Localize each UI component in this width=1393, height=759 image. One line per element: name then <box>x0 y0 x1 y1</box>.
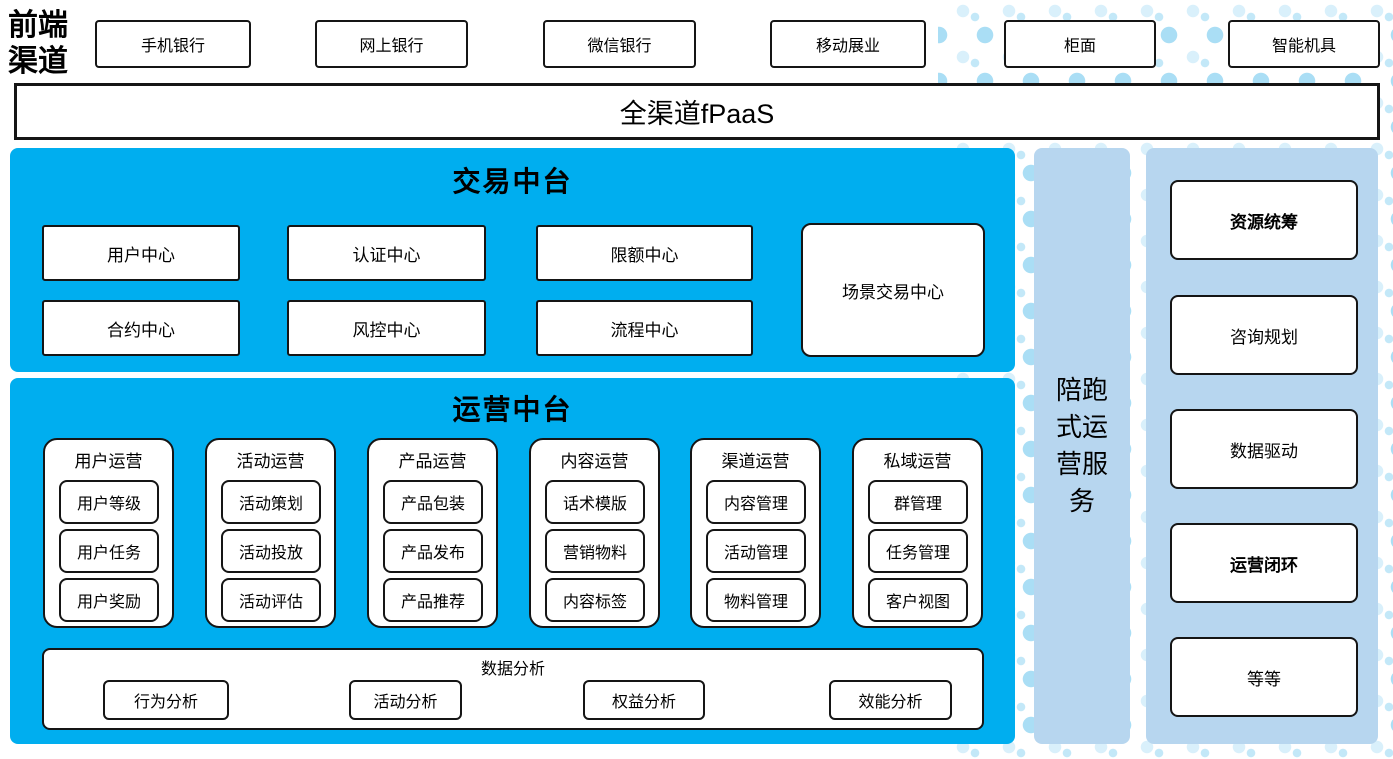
data-analysis-box: 数据分析 行为分析 活动分析 权益分析 效能分析 <box>42 648 984 730</box>
ops-box-group-mgmt: 群管理 <box>868 480 968 524</box>
companion-service-column: 陪跑式运营服务 <box>1034 148 1130 744</box>
operations-platform-panel: 运营中台 用户运营 用户等级 用户任务 用户奖励 活动运营 活动策划 活动投放 … <box>10 378 1015 744</box>
trading-platform-panel: 交易中台 用户中心 认证中心 限额中心 合约中心 风控中心 流程中心 场景交易中… <box>10 148 1015 372</box>
ops-box-customer-view: 客户视图 <box>868 578 968 622</box>
channel-box-smart-devices: 智能机具 <box>1228 20 1380 68</box>
service-box-consulting-planning: 咨询规划 <box>1170 295 1358 375</box>
channel-box-counter: 柜面 <box>1004 20 1156 68</box>
analysis-box-efficiency: 效能分析 <box>829 680 952 720</box>
analysis-box-benefit: 权益分析 <box>583 680 705 720</box>
ops-box-content-mgmt: 内容管理 <box>706 480 806 524</box>
ops-group-activity: 活动运营 活动策划 活动投放 活动评估 <box>205 438 336 628</box>
data-analysis-title: 数据分析 <box>480 661 545 678</box>
ops-group-activity-title: 活动运营 <box>236 452 305 471</box>
ops-box-user-level: 用户等级 <box>59 480 159 524</box>
front-channels-label: 前端渠道 <box>8 8 68 79</box>
analysis-box-activity: 活动分析 <box>349 680 462 720</box>
ops-group-product: 产品运营 产品包装 产品发布 产品推荐 <box>367 438 498 628</box>
ops-box-activity-mgmt: 活动管理 <box>706 529 806 573</box>
channel-box-online-banking: 网上银行 <box>315 20 468 68</box>
trading-platform-title: 交易中台 <box>452 165 573 198</box>
ops-group-private-domain-title: 私域运营 <box>883 452 952 471</box>
ops-box-task-mgmt: 任务管理 <box>868 529 968 573</box>
right-service-panel: 资源统筹 咨询规划 数据驱动 运营闭环 等等 <box>1146 148 1378 744</box>
trading-box-process-center: 流程中心 <box>536 300 753 356</box>
service-box-etc: 等等 <box>1170 637 1358 717</box>
trading-box-limit-center: 限额中心 <box>536 225 753 281</box>
ops-box-material-mgmt: 物料管理 <box>706 578 806 622</box>
companion-service-label-wrap: 陪跑式运营服务 <box>1034 148 1130 744</box>
service-box-data-driven: 数据驱动 <box>1170 409 1358 489</box>
trading-box-user-center: 用户中心 <box>42 225 240 281</box>
ops-group-content-title: 内容运营 <box>560 452 629 471</box>
ops-group-user: 用户运营 用户等级 用户任务 用户奖励 <box>43 438 174 628</box>
fpaas-banner: 全渠道fPaaS <box>14 83 1380 140</box>
channel-box-mobile-banking: 手机银行 <box>95 20 251 68</box>
ops-box-activity-plan: 活动策划 <box>221 480 321 524</box>
ops-box-script-template: 话术模版 <box>545 480 645 524</box>
ops-box-activity-eval: 活动评估 <box>221 578 321 622</box>
ops-box-content-tag: 内容标签 <box>545 578 645 622</box>
trading-box-contract-center: 合约中心 <box>42 300 240 356</box>
ops-group-channel-title: 渠道运营 <box>721 452 790 471</box>
trading-box-auth-center: 认证中心 <box>287 225 486 281</box>
trading-box-risk-center: 风控中心 <box>287 300 486 356</box>
companion-service-label: 陪跑式运营服务 <box>1055 375 1108 516</box>
ops-box-product-release: 产品发布 <box>383 529 483 573</box>
ops-group-channel: 渠道运营 内容管理 活动管理 物料管理 <box>690 438 821 628</box>
channel-box-wechat-banking: 微信银行 <box>543 20 696 68</box>
analysis-box-behavior: 行为分析 <box>103 680 229 720</box>
ops-box-marketing-material: 营销物料 <box>545 529 645 573</box>
ops-group-product-title: 产品运营 <box>398 452 467 471</box>
ops-group-private-domain: 私域运营 群管理 任务管理 客户视图 <box>852 438 983 628</box>
channel-box-mobile-sales: 移动展业 <box>770 20 926 68</box>
service-box-resource-coordination: 资源统筹 <box>1170 180 1358 260</box>
trading-box-scenario-center: 场景交易中心 <box>801 223 985 357</box>
service-box-operation-loop: 运营闭环 <box>1170 523 1358 603</box>
ops-box-product-recommend: 产品推荐 <box>383 578 483 622</box>
fpaas-banner-label: 全渠道fPaaS <box>619 99 775 129</box>
ops-group-content: 内容运营 话术模版 营销物料 内容标签 <box>529 438 660 628</box>
ops-box-user-task: 用户任务 <box>59 529 159 573</box>
ops-group-user-title: 用户运营 <box>74 452 143 471</box>
ops-box-user-reward: 用户奖励 <box>59 578 159 622</box>
ops-box-product-package: 产品包装 <box>383 480 483 524</box>
operations-platform-title: 运营中台 <box>452 393 573 426</box>
ops-box-activity-launch: 活动投放 <box>221 529 321 573</box>
